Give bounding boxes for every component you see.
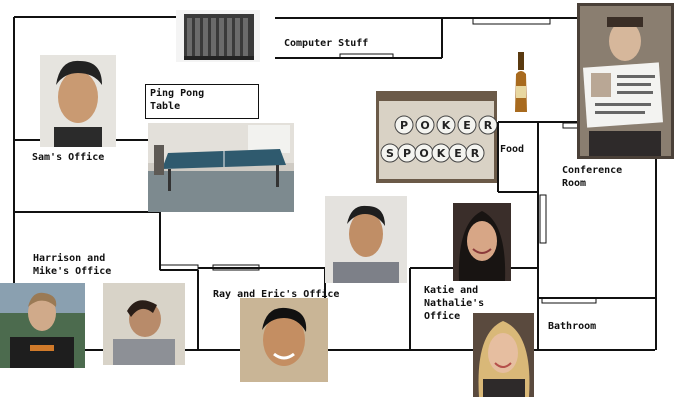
beer-bottle-image [512, 52, 530, 114]
ping-pong-label: Ping Pong Table [145, 84, 259, 119]
cupcake [465, 143, 485, 163]
cupcake [415, 115, 435, 135]
cupcake-letter: K [437, 147, 446, 160]
sam-photo [40, 55, 116, 147]
bathroom-label: Bathroom [548, 321, 597, 332]
mike-photo [103, 283, 185, 365]
cupcake [457, 115, 477, 135]
eric-photo [240, 298, 328, 382]
computer-stuff-label: Computer Stuff [284, 38, 369, 49]
cupcake [436, 115, 456, 135]
cupcake-letter: K [442, 119, 451, 132]
cupcake-letter: R [471, 147, 480, 160]
cupcake-letter: E [454, 147, 462, 160]
cupcake-letter: S [386, 147, 394, 160]
nathalie-photo [453, 203, 511, 281]
ping-pong-table-photo [148, 123, 294, 212]
server-rack-image [176, 10, 260, 62]
dwight-poster-photo [577, 3, 674, 159]
cupcake-letter: P [400, 119, 408, 132]
cupcake-letter: P [403, 147, 411, 160]
ray-photo [325, 196, 407, 283]
harrison-mike-office-label: Harrison and Mike's Office [33, 253, 112, 277]
sam-office-label: Sam's Office [32, 152, 105, 163]
ray-eric-office-label: Ray and Eric's Office [213, 289, 340, 300]
katie-photo [473, 313, 534, 397]
cupcake [478, 115, 497, 135]
food-label: Food [500, 144, 525, 155]
cupcake-letter: O [420, 119, 429, 132]
cupcake-letter: O [419, 147, 428, 160]
cupcake [394, 115, 414, 135]
cupcake-letter: R [484, 119, 493, 132]
conference-room-label: Conference Room [562, 165, 623, 189]
harrison-photo [0, 283, 85, 368]
katie-nathalie-office-label: Katie and Nathalie's Office [424, 285, 485, 322]
cupcake-letter: E [463, 119, 471, 132]
